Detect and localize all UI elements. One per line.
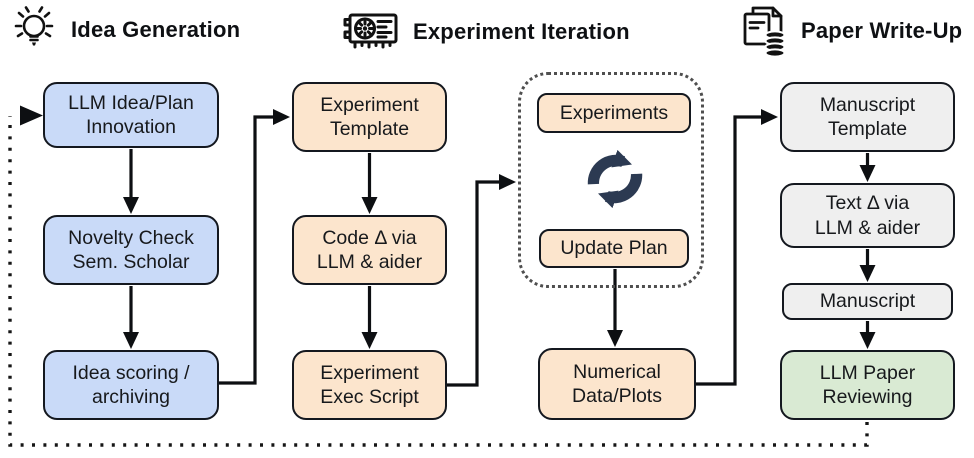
phase-idea-generation: Idea Generation	[8, 4, 240, 56]
phase-label: Paper Write-Up	[801, 18, 963, 43]
node-idea-scoring-archiving: Idea scoring / archiving	[43, 350, 219, 420]
feedback-arrowhead	[20, 105, 43, 126]
node-novelty-check: Novelty Check Sem. Scholar	[43, 215, 219, 285]
node-text-delta-via-llm-aider: Text Δ via LLM & aider	[780, 183, 955, 248]
node-llm-idea-plan-innovation: LLM Idea/Plan Innovation	[43, 82, 219, 148]
arrow-scoring-to-exptemplate	[219, 109, 290, 385]
phase-label: Idea Generation	[71, 17, 241, 42]
paper-database-icon	[743, 6, 786, 58]
experiment-loop-container	[518, 72, 704, 288]
node-code-delta-via-llm-aider: Code Δ via LLM & aider	[292, 215, 447, 285]
node-update-plan: Update Plan	[539, 229, 689, 268]
arrow-execscript-to-loop	[447, 174, 516, 387]
node-llm-paper-reviewing: LLM Paper Reviewing	[780, 350, 955, 420]
gpu-card-icon	[343, 13, 398, 49]
lightbulb-icon	[14, 6, 54, 46]
node-experiment-template: Experiment Template	[292, 82, 447, 152]
arrow-numerical-to-manuscripttemplate	[696, 109, 778, 386]
cycle-arrows-icon	[587, 149, 643, 209]
phase-paper-write-up: Paper Write-Up	[736, 4, 962, 58]
phase-experiment-iteration: Experiment Iteration	[340, 8, 630, 56]
node-numerical-data-plots: Numerical Data/Plots	[538, 348, 696, 420]
node-experiments: Experiments	[537, 93, 691, 133]
node-manuscript-template: Manuscript Template	[780, 82, 955, 152]
node-manuscript: Manuscript	[782, 283, 953, 320]
phase-label: Experiment Iteration	[413, 19, 630, 44]
node-experiment-exec-script: Experiment Exec Script	[292, 350, 447, 420]
